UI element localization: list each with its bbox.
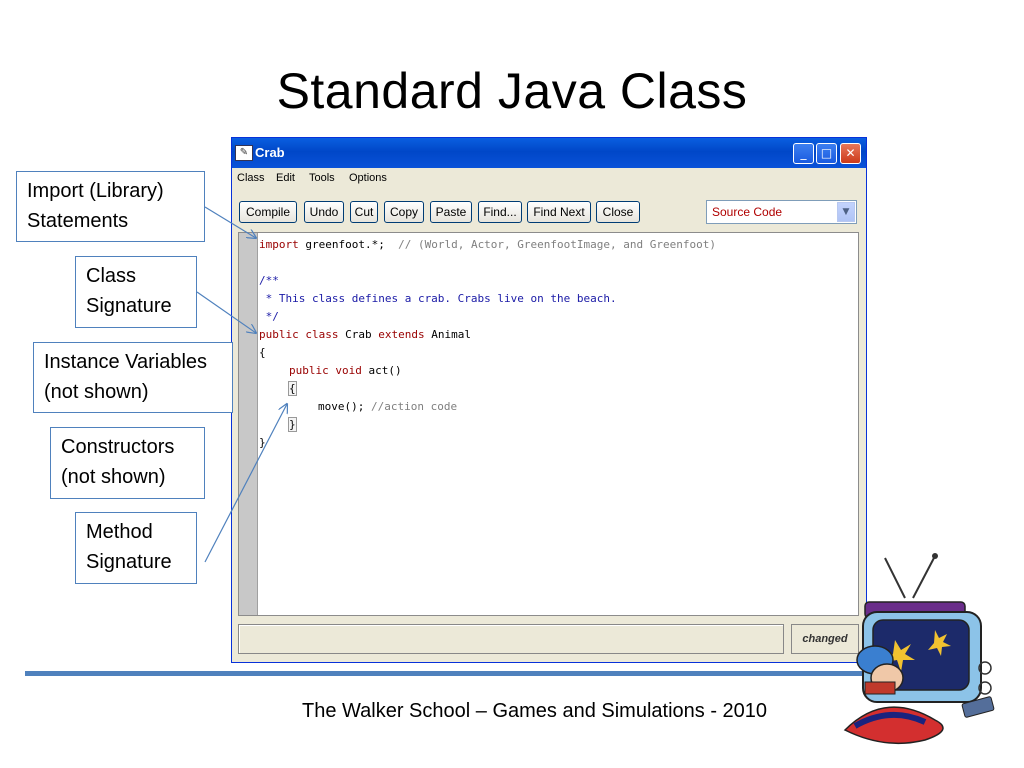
code-line-method-open-brace: {	[288, 381, 297, 396]
move-call: move();	[318, 400, 371, 413]
code-line-javadoc-open: /**	[259, 274, 279, 287]
callout-method-line2: Signature	[86, 551, 172, 573]
callout-method-line1: Method	[86, 521, 153, 543]
arrow-class-signature	[196, 291, 256, 333]
changed-indicator: changed	[791, 624, 859, 654]
paste-button[interactable]: Paste	[430, 201, 472, 223]
callout-import-line1: Import (Library)	[27, 180, 164, 202]
window-title: Crab	[255, 145, 285, 160]
tv-character-clipart	[843, 553, 995, 745]
slide-title: Standard Java Class	[276, 63, 748, 119]
editor-window: ✎ Crab _ □ ✕ Class Edit Tools Options Co…	[231, 137, 867, 663]
find-next-button[interactable]: Find Next	[527, 201, 591, 223]
callout-class-line1: Class	[86, 265, 137, 287]
compile-button[interactable]: Compile	[239, 201, 297, 223]
slide-footer: The Walker School – Games and Simulation…	[302, 700, 768, 722]
menu-edit[interactable]: Edit	[276, 172, 295, 184]
keyword-class: class	[305, 328, 339, 341]
import-comment: // (World, Actor, GreenfootImage, and Gr…	[398, 238, 716, 251]
menu-class[interactable]: Class	[237, 172, 265, 184]
code-line-method-signature: public void act()	[289, 364, 402, 377]
callout-instance-line2: (not shown)	[44, 381, 149, 403]
view-select-value: Source Code	[712, 205, 783, 219]
keyword-public: public	[289, 364, 329, 377]
code-line-class-open-brace: {	[259, 346, 266, 359]
move-comment: //action code	[370, 400, 458, 413]
import-package: greenfoot.*;	[298, 238, 399, 251]
code-editor[interactable]: import greenfoot.*; // (World, Actor, Gr…	[238, 232, 859, 616]
code-line-method-close-brace: }	[288, 417, 297, 432]
view-select[interactable]: Source Code ▼	[706, 200, 857, 224]
keyword-extends: extends	[378, 328, 425, 341]
minimize-button[interactable]: _	[793, 143, 814, 164]
callout-constructors-line2: (not shown)	[61, 466, 166, 488]
arrow-import	[204, 206, 256, 238]
superclass-name: Animal	[431, 328, 471, 341]
keyword-void: void	[335, 364, 362, 377]
callout-constructors: Constructors (not shown)	[50, 427, 205, 499]
callout-constructors-line1: Constructors	[61, 436, 175, 458]
cut-button[interactable]: Cut	[350, 201, 378, 223]
menu-tools[interactable]: Tools	[309, 172, 335, 184]
callout-instance-line1: Instance Variables	[44, 351, 208, 373]
undo-button[interactable]: Undo	[304, 201, 344, 223]
code-line-javadoc-body: * This class defines a crab. Crabs live …	[259, 292, 617, 305]
maximize-button[interactable]: □	[816, 143, 837, 164]
status-bar	[238, 624, 784, 654]
keyword-import: import	[259, 238, 299, 251]
code-line-class-signature: public class Crab extends Animal	[259, 328, 471, 341]
menu-bar: Class Edit Tools Options	[232, 169, 866, 189]
class-name: Crab	[345, 328, 372, 341]
menu-options[interactable]: Options	[349, 172, 387, 184]
matched-brace: {	[288, 381, 297, 396]
callout-method-signature: Method Signature	[75, 512, 197, 584]
callout-import-line2: Statements	[27, 210, 129, 232]
close-window-button[interactable]: ✕	[840, 143, 861, 164]
code-line-class-close-brace: }	[259, 436, 266, 449]
matched-brace: }	[288, 417, 297, 432]
chevron-down-icon[interactable]: ▼	[837, 202, 855, 222]
arrow-method-signature	[204, 404, 287, 563]
footer-rule	[25, 671, 870, 676]
method-name: act()	[368, 364, 402, 377]
greenfoot-app-icon: ✎	[235, 145, 253, 161]
code-line-javadoc-close: */	[259, 310, 279, 323]
callout-class-line2: Signature	[86, 295, 172, 317]
callout-import-statements: Import (Library) Statements	[16, 171, 205, 242]
callout-class-signature: Class Signature	[75, 256, 197, 328]
code-line-import: import greenfoot.*; // (World, Actor, Gr…	[259, 238, 716, 251]
find-button[interactable]: Find...	[478, 201, 522, 223]
text-cursor	[295, 382, 297, 394]
keyword-public: public	[259, 328, 299, 341]
window-titlebar[interactable]: ✎ Crab _ □ ✕	[232, 138, 866, 168]
callout-instance-variables: Instance Variables (not shown)	[33, 342, 233, 413]
close-button[interactable]: Close	[596, 201, 640, 223]
copy-button[interactable]: Copy	[384, 201, 424, 223]
code-line-move: move(); //action code	[318, 400, 457, 413]
